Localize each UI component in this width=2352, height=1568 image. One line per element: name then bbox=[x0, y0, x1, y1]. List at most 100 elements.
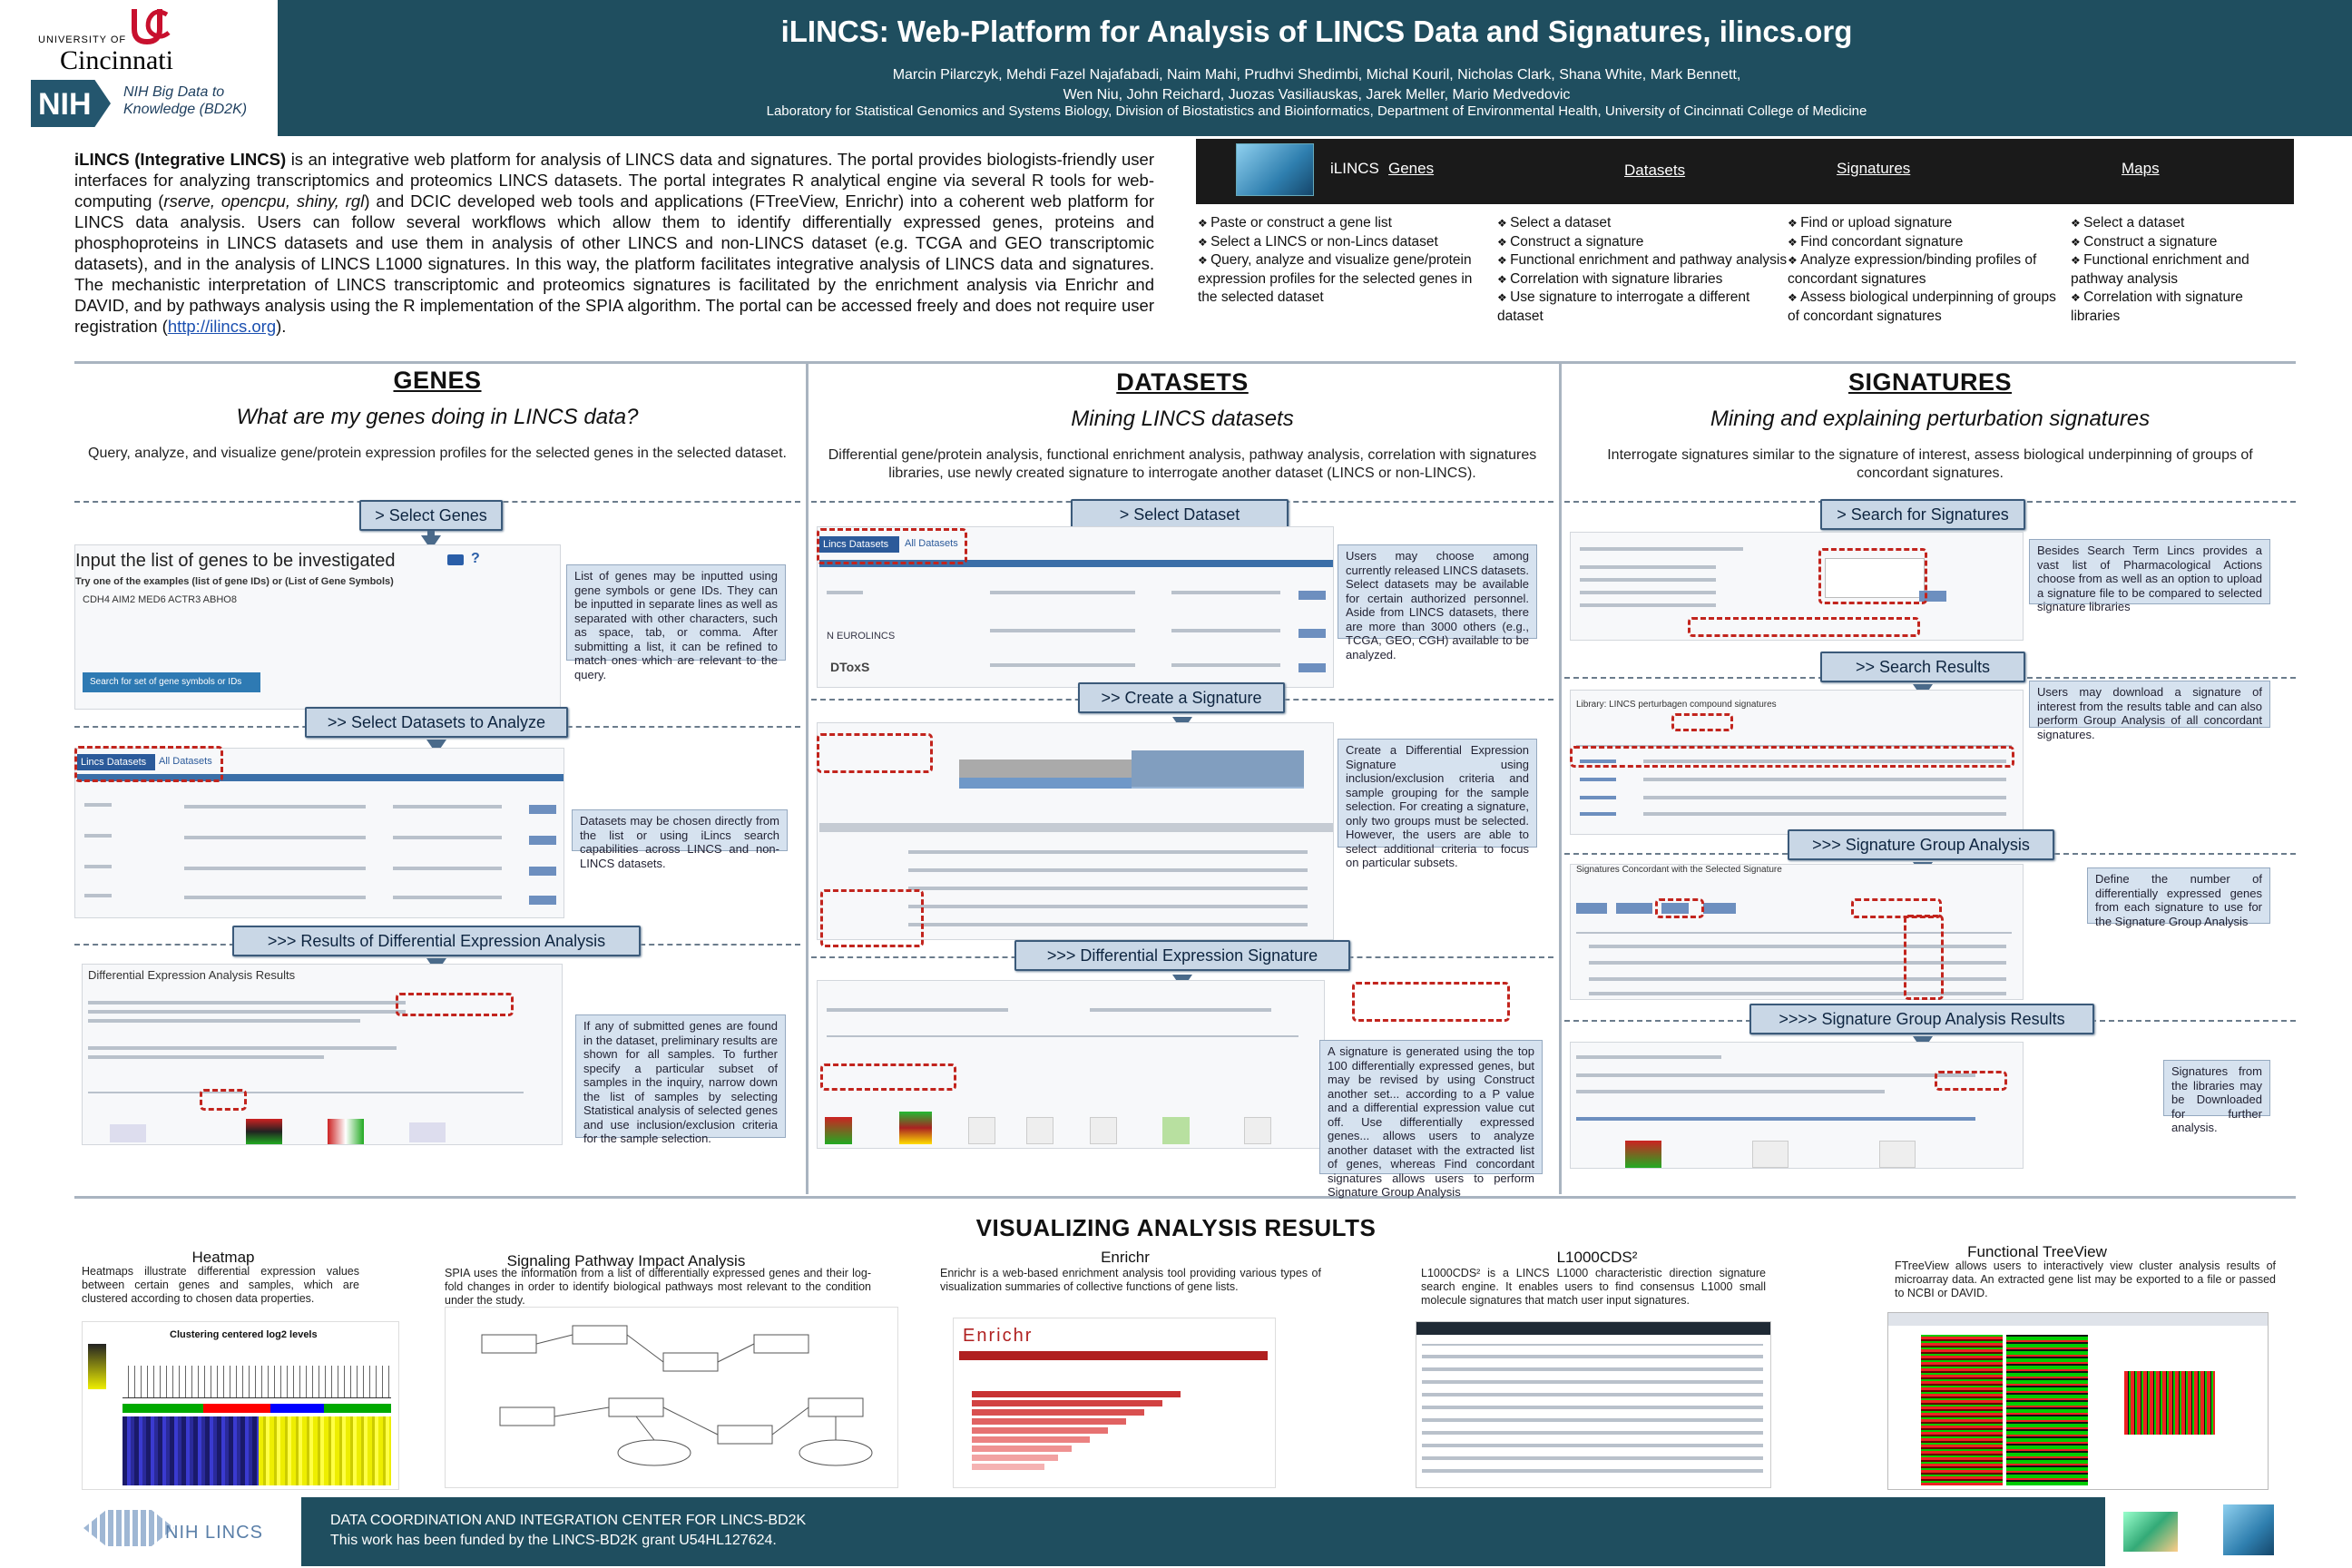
signatures-nav-list: Find or upload signature Find concordant… bbox=[1788, 214, 2060, 326]
group-analysis-results-button[interactable]: >>>> Signature Group Analysis Results bbox=[1749, 1004, 2094, 1034]
search-results-screenshot: Library: LINCS perturbagen compound sign… bbox=[1570, 690, 2024, 835]
search-signatures-button[interactable]: > Search for Signatures bbox=[1820, 499, 2025, 530]
arrow-stem bbox=[427, 531, 435, 536]
table-row bbox=[1422, 1431, 1763, 1435]
list-item: Query, analyze and visualize gene/protei… bbox=[1198, 251, 1488, 308]
thumbnail bbox=[1752, 1141, 1788, 1168]
row-link[interactable] bbox=[1580, 778, 1616, 781]
thumbnail bbox=[1162, 1117, 1190, 1144]
gene-examples: Try one of the examples (list of gene ID… bbox=[75, 576, 394, 587]
row-text bbox=[990, 629, 1135, 632]
analyze-button[interactable] bbox=[1298, 591, 1326, 600]
select-button[interactable] bbox=[1576, 903, 1607, 914]
link-line bbox=[1576, 1117, 1975, 1121]
nih-lincs-logo: NIH LINCS bbox=[165, 1523, 263, 1543]
text-line bbox=[88, 1055, 324, 1059]
list-item: Find concordant signature bbox=[1788, 233, 2060, 252]
table-row bbox=[1422, 1469, 1763, 1473]
filter-bar bbox=[77, 774, 564, 781]
bar-mark bbox=[972, 1391, 1181, 1397]
unselect-button[interactable] bbox=[1616, 903, 1652, 914]
divider-genes-datasets bbox=[806, 361, 808, 1194]
table-row bbox=[1589, 992, 2006, 995]
gene-input-label: Input the list of genes to be investigat… bbox=[75, 551, 396, 571]
signature-group-analysis-button[interactable]: >>> Signature Group Analysis bbox=[1788, 829, 2054, 860]
table-row bbox=[1643, 760, 2006, 763]
create-signature-button[interactable]: >> Create a Signature bbox=[1078, 682, 1285, 713]
all-datasets-tab[interactable]: All Datasets bbox=[159, 756, 212, 767]
analyze-button[interactable] bbox=[529, 896, 556, 905]
search-term-input[interactable] bbox=[1825, 558, 1925, 598]
thumbnail bbox=[1244, 1117, 1271, 1144]
select-dataset-button[interactable]: > Select Dataset bbox=[1071, 499, 1289, 530]
genes-dataset-screenshot: Lincs Datasets All Datasets bbox=[74, 748, 564, 918]
bar-mark bbox=[972, 1446, 1072, 1452]
nav-tab-signatures[interactable]: Signatures bbox=[1837, 160, 1911, 177]
analyze-button[interactable] bbox=[529, 836, 556, 845]
genes-results-screenshot: Differential Expression Analysis Results bbox=[82, 964, 563, 1145]
thumbnail bbox=[968, 1117, 995, 1144]
analyze-button[interactable] bbox=[529, 867, 556, 876]
table-row bbox=[1422, 1355, 1763, 1358]
row-link[interactable] bbox=[1580, 796, 1616, 799]
heatmap-zoom-block bbox=[2124, 1371, 2215, 1435]
all-datasets-tab[interactable]: All Datasets bbox=[905, 538, 958, 549]
row-text bbox=[184, 836, 366, 839]
heatmap-thumbnail bbox=[246, 1119, 282, 1144]
poster-title: iLINCS: Web-Platform for Analysis of LIN… bbox=[780, 15, 1853, 48]
authors: Marcin Pilarczyk, Mehdi Fazel Najafabadi… bbox=[281, 65, 2352, 105]
nav-tab-genes[interactable]: Genes bbox=[1388, 160, 1435, 177]
text-line bbox=[1576, 1055, 1721, 1059]
row-link[interactable] bbox=[1580, 760, 1616, 763]
table-row bbox=[1422, 1367, 1763, 1371]
datasets-subtitle: Mining LINCS datasets bbox=[1071, 407, 1294, 431]
help-icon[interactable]: ? bbox=[471, 551, 480, 566]
analyze-button[interactable] bbox=[529, 805, 556, 814]
lincs-datasets-tab[interactable]: Lincs Datasets bbox=[77, 754, 155, 770]
deg-results-title: Differential Expression Analysis Results bbox=[88, 968, 296, 982]
enrichr-text: Enrichr is a web-based enrichment analys… bbox=[940, 1267, 1321, 1293]
list-item: Functional enrichment and pathway analys… bbox=[1497, 251, 1788, 270]
signatures-title: SIGNATURES bbox=[1847, 368, 2012, 396]
results-deg-button[interactable]: >>> Results of Differential Expression A… bbox=[232, 926, 641, 956]
ilincs-link[interactable]: http://ilincs.org bbox=[167, 317, 277, 336]
highlight-box bbox=[1688, 617, 1920, 637]
highlight-box bbox=[1655, 898, 1704, 918]
nav-tab-datasets[interactable]: Datasets bbox=[1624, 162, 1686, 179]
row-text bbox=[393, 896, 502, 899]
bar-mark bbox=[972, 1436, 1090, 1443]
search-results-button[interactable]: >> Search Results bbox=[1820, 652, 2025, 682]
analyze-button[interactable] bbox=[1298, 629, 1326, 638]
lincs-datasets-tab[interactable]: Lincs Datasets bbox=[819, 536, 899, 553]
row-link[interactable] bbox=[1580, 812, 1616, 816]
signatures-note-4: Signatures from the libraries may be Dow… bbox=[2163, 1060, 2270, 1134]
list-item: Construct a signature bbox=[2071, 233, 2294, 252]
bottom-divider bbox=[74, 1196, 2296, 1199]
table-row bbox=[1589, 977, 2006, 981]
thumbnail bbox=[1026, 1117, 1054, 1144]
analyze-button[interactable] bbox=[1661, 903, 1689, 914]
highlight-box bbox=[1818, 548, 1927, 604]
gene-search-button[interactable]: Search for set of gene symbols or IDs bbox=[83, 672, 260, 692]
deg-signature-button[interactable]: >>> Differential Expression Signature bbox=[1014, 940, 1350, 971]
group-analysis-screenshot: Signatures Concordant with the Selected … bbox=[1570, 864, 2024, 1000]
heatmap-text: Heatmaps illustrate differential express… bbox=[82, 1265, 359, 1305]
video-icon[interactable] bbox=[447, 554, 464, 565]
ftv-text: FTreeView allows users to interactively … bbox=[1895, 1259, 2276, 1299]
add-to-list-button[interactable] bbox=[1703, 903, 1736, 914]
genes-nav-list: Paste or construct a gene list Select a … bbox=[1198, 214, 1488, 308]
nav-tab-maps[interactable]: Maps bbox=[2122, 160, 2160, 177]
heatmap-block bbox=[1921, 1335, 2003, 1485]
highlight-box bbox=[817, 528, 967, 564]
analyze-button[interactable] bbox=[1298, 663, 1326, 672]
neurolincs-logo: N EUROLINCS bbox=[827, 631, 896, 642]
text-line bbox=[1580, 591, 1716, 594]
intro-part-2: ) and DCIC developed web tools and appli… bbox=[74, 191, 1154, 336]
gene-example-list: CDH4 AIM2 MED6 ACTR3 ABHO8 bbox=[83, 594, 237, 605]
signatures-note-3: Define the number of differentially expr… bbox=[2087, 867, 2270, 928]
select-datasets-button[interactable]: >> Select Datasets to Analyze bbox=[305, 707, 568, 738]
affiliation: Laboratory for Statistical Genomics and … bbox=[766, 103, 1867, 119]
select-genes-button[interactable]: > Select Genes bbox=[359, 500, 503, 531]
table-row bbox=[1589, 945, 2006, 948]
table-row bbox=[1422, 1418, 1763, 1422]
